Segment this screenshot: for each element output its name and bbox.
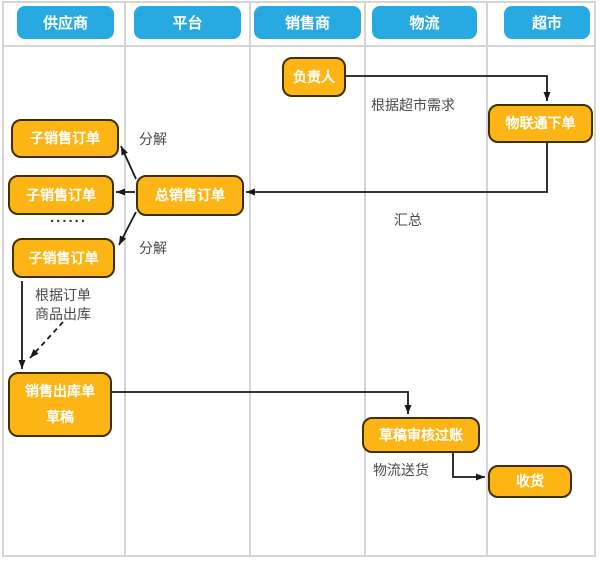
lane-header-supplier: 供应商 — [17, 6, 114, 39]
node-label: 负责人 — [293, 68, 335, 85]
node-label: 子销售订单 — [30, 130, 100, 147]
lane-header-logistics: 物流 — [372, 6, 477, 39]
label-per-supermarket-demand: 根据超市需求 — [371, 97, 455, 113]
label-per-order: 根据订单 — [35, 287, 91, 303]
lane-header-supermarket: 超市 — [504, 6, 590, 39]
label-logistics-delivery: 物流送货 — [373, 462, 429, 478]
node-draft-review-posting: 草稿审核过账 — [362, 417, 480, 453]
node-label-line1: 销售出库单 — [25, 383, 95, 400]
node-label: 草稿审核过账 — [379, 426, 463, 443]
lane-header-label: 供应商 — [42, 15, 88, 32]
lane-header-label: 平台 — [172, 15, 203, 32]
table-border — [2, 1, 596, 557]
node-receive-goods: 收货 — [488, 465, 572, 498]
lane-divider-2 — [249, 1, 251, 557]
node-label: 子销售订单 — [26, 186, 96, 203]
lane-divider-1 — [124, 1, 126, 557]
node-sales-outbound-draft: 销售出库单 草稿 — [8, 372, 112, 437]
node-label: 子销售订单 — [28, 249, 99, 266]
node-sub-sales-order-3: 子销售订单 — [12, 238, 115, 278]
node-iot-place-order: 物联通下单 — [488, 104, 593, 143]
label-summarize: 汇总 — [394, 212, 422, 228]
lane-header-seller: 销售商 — [254, 6, 361, 39]
lane-header-label: 超市 — [531, 15, 562, 32]
lane-header-label: 物流 — [409, 15, 440, 32]
node-label-line2: 草稿 — [46, 409, 74, 425]
label-goods-outbound: 商品出库 — [35, 306, 91, 322]
node-sub-sales-order-2: 子销售订单 — [8, 175, 114, 215]
node-label: 总销售订单 — [155, 187, 225, 204]
node-person-in-charge: 负责人 — [282, 57, 346, 97]
node-label: 收货 — [516, 473, 544, 490]
lane-divider-3 — [364, 1, 366, 557]
node-sub-sales-order-1: 子销售订单 — [11, 119, 119, 158]
node-total-sales-order: 总销售订单 — [136, 175, 244, 216]
lane-header-label: 销售商 — [284, 15, 330, 32]
node-label: 物联通下单 — [505, 115, 576, 132]
label-decompose-bottom: 分解 — [139, 240, 167, 256]
lane-divider-4 — [486, 1, 488, 557]
label-decompose-top: 分解 — [139, 131, 167, 147]
header-divider — [2, 45, 596, 47]
label-ellipsis: ...... — [50, 209, 88, 226]
lane-header-platform: 平台 — [134, 6, 241, 39]
